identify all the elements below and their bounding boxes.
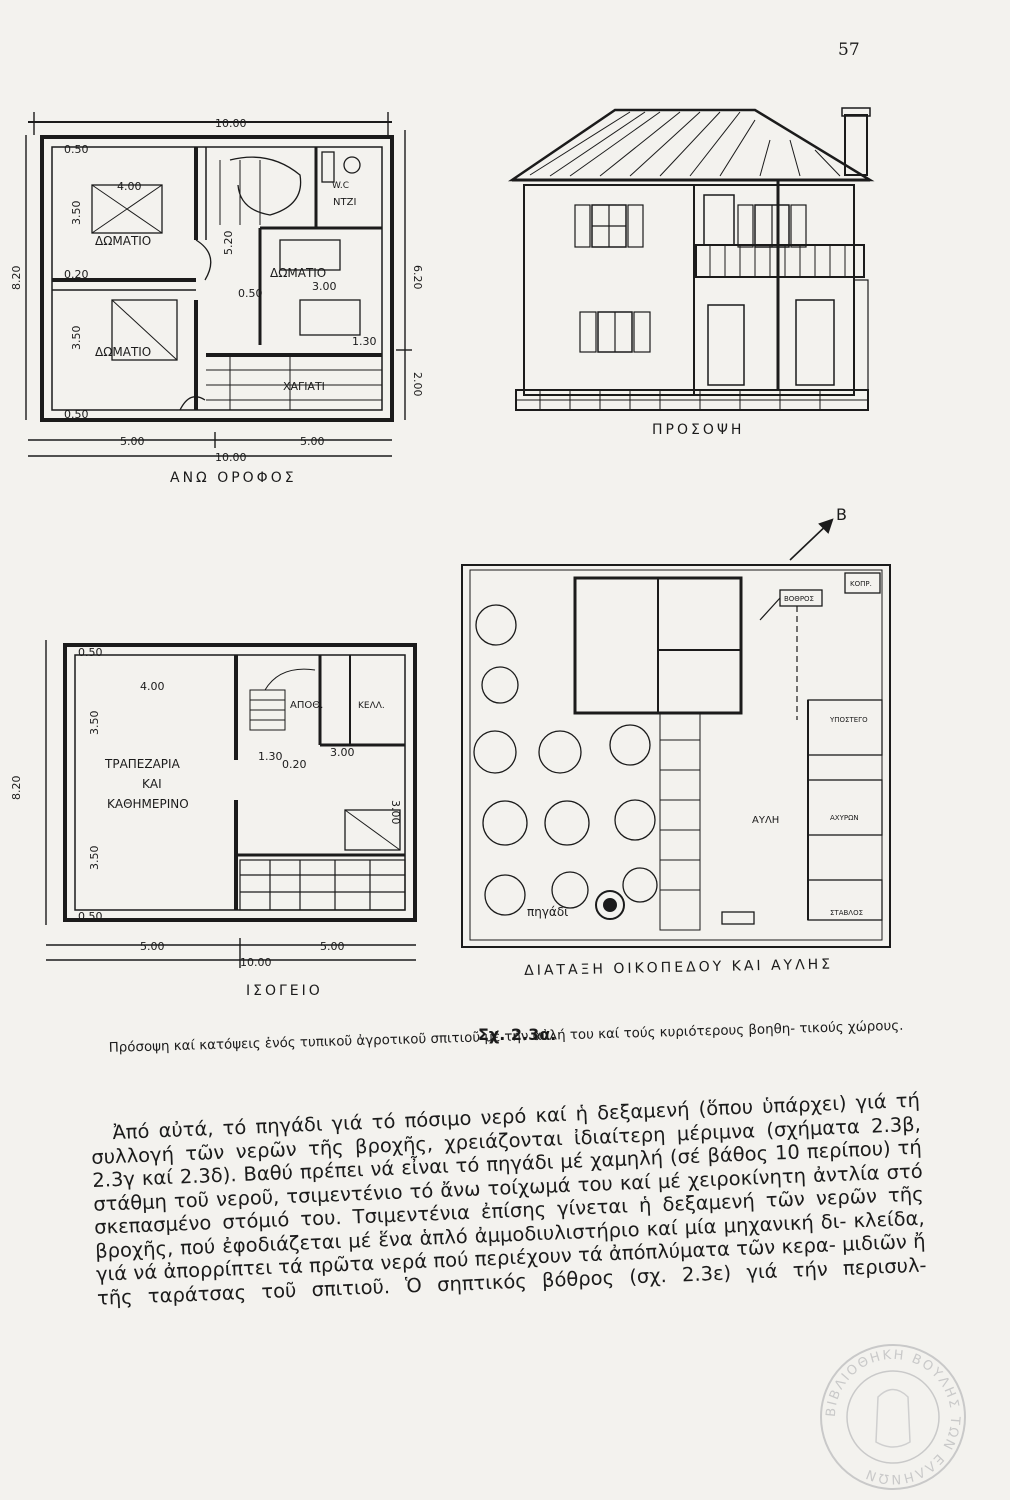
north-arrow-label: Β <box>836 505 847 524</box>
ground-dim-13: 1.30 <box>258 750 283 763</box>
upper-dim-05c: 1.30 <box>352 335 377 348</box>
upper-dim-35b: 3.50 <box>70 326 83 351</box>
site-label-yard: ΑΥΛΗ <box>752 815 779 826</box>
ground-dim-b3: 10.00 <box>240 956 272 969</box>
ground-dim-b1: 5.00 <box>140 940 165 953</box>
upper-room-ntzi: ΝΤΖΙ <box>333 197 356 208</box>
ground-room-and: ΚΑΙ <box>142 777 162 791</box>
upper-floor-plan <box>25 112 412 457</box>
upper-dim-b1: 5.00 <box>120 435 145 448</box>
upper-room-3: ΔΩΜΑΤΙΟ <box>95 345 151 359</box>
ground-room-living: ΚΑΘΗΜΕΡΙΝΟ <box>107 797 189 811</box>
upper-dim-02: 0.20 <box>64 268 89 281</box>
upper-dim-05a: 0.50 <box>64 143 89 156</box>
ground-room-dining: ΤΡΑΠΕΖΑΡΙΑ <box>104 757 181 771</box>
upper-dim-b3: 10.00 <box>215 451 247 464</box>
body-text: Ἀπό αὐτά, τό πηγάδι γιά τό πόσιμο νερό κ… <box>90 1089 927 1310</box>
stamp-figure-icon <box>875 1388 911 1448</box>
ground-dim-3b: 3.00 <box>389 800 402 825</box>
figure-number: Σχ. 2.3α. <box>478 1025 557 1044</box>
ground-dim-left: 8.20 <box>10 776 23 801</box>
site-label-barn: ΑΧΥΡΩΝ <box>830 814 859 822</box>
figure-caption: Πρόσοψη καί κατόψεις ἑνός τυπικοῦ ἀγροτι… <box>108 1018 904 1056</box>
site-plan <box>461 518 891 948</box>
site-label-cesspit: ΒΟΘΡΟΣ <box>784 595 814 603</box>
svg-text:ΒΙΒΛΙΟΘΗΚΗ ΒΟΥΛΗΣ ΤΩΝ ΕΛΛΗΝΩΝ: ΒΙΒΛΙΟΘΗΚΗ ΒΟΥΛΗΣ ΤΩΝ ΕΛΛΗΝΩΝ <box>824 1348 962 1486</box>
ground-dim-3a: 3.00 <box>330 746 355 759</box>
upper-dim-right-b: 2.00 <box>411 372 424 397</box>
upper-dim-52: 5.20 <box>222 231 235 256</box>
upper-room-wc: W.C <box>332 181 349 191</box>
facade-elevation <box>507 107 875 411</box>
upper-dim-13: 0.50 <box>238 287 263 300</box>
stamp-text: ΒΙΒΛΙΟΘΗΚΗ ΒΟΥΛΗΣ ΤΩΝ ΕΛΛΗΝΩΝ <box>824 1348 960 1486</box>
ground-dim-35a: 3.50 <box>88 711 101 736</box>
site-label-well: πηγάδι <box>527 905 568 919</box>
body-paragraph: Ἀπό αὐτά, τό πηγάδι γιά τό πόσιμο νερό κ… <box>90 1088 927 1310</box>
upper-dim-b2: 5.00 <box>300 435 325 448</box>
facade-title: ΠΡΟΣΟΨΗ <box>652 422 745 438</box>
upper-room-hagiati: ΧΑΓΙΑΤΙ <box>283 380 325 393</box>
ground-floor-title: ΙΣΟΓΕΙΟ <box>246 983 323 999</box>
architectural-drawings: 10.00 8.20 6.20 2.00 5.00 5.00 10.00 4.0… <box>10 107 891 969</box>
upper-dim-4: 4.00 <box>117 180 142 193</box>
upper-room-1: ΔΩΜΑΤΙΟ <box>95 234 151 248</box>
ground-floor-plan <box>45 640 417 968</box>
upper-dim-right-a: 6.20 <box>411 265 424 290</box>
site-label-shed: ΥΠΟΣΤΕΓΟ <box>829 716 868 724</box>
site-label-stable: ΣΤΑΒΛΟΣ <box>830 909 863 917</box>
ground-dim-35b: 3.50 <box>88 846 101 871</box>
library-stamp: ΒΙΒΛΙΟΘΗΚΗ ΒΟΥΛΗΣ ΤΩΝ ΕΛΛΗΝΩΝ <box>820 1344 966 1490</box>
ground-dim-02: 0.20 <box>282 758 307 771</box>
ground-dim-05b: 0.50 <box>78 910 103 923</box>
upper-dim-05b: 0.50 <box>64 408 89 421</box>
ground-dim-4: 4.00 <box>140 680 165 693</box>
upper-dim-3: 3.00 <box>312 280 337 293</box>
site-label-manure: ΚΟΠΡ. <box>850 580 872 588</box>
upper-dim-35a: 3.50 <box>70 201 83 226</box>
page-number: 57 <box>838 40 860 60</box>
upper-floor-title: ΑΝΩ ΟΡΟΦΟΣ <box>170 470 297 486</box>
ground-dim-05a: 0.50 <box>78 646 103 659</box>
upper-dim-top: 10.00 <box>215 117 247 130</box>
ground-dim-b2: 5.00 <box>320 940 345 953</box>
ground-room-cellar: ΚΕΛΛ. <box>358 701 385 711</box>
upper-room-2: ΔΩΜΑΤΙΟ <box>270 266 326 280</box>
ground-room-storage: ΑΠΟΘ. <box>290 700 323 711</box>
upper-dim-left: 8.20 <box>10 266 23 291</box>
